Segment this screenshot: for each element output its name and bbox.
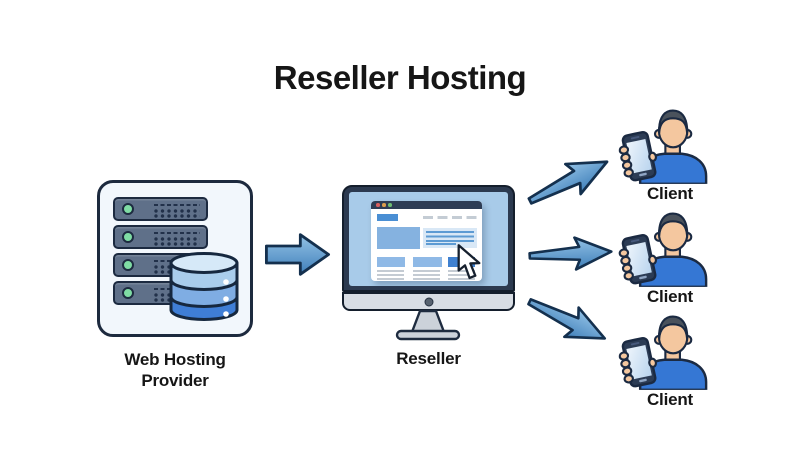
monitor-stand — [395, 309, 461, 341]
cursor-icon — [457, 244, 481, 280]
provider-label-line1: Web Hosting — [124, 350, 226, 369]
arrow-provider-to-reseller-icon — [264, 233, 331, 276]
browser-logo-block — [377, 214, 398, 221]
arrow-reseller-to-client-1-icon — [519, 142, 619, 219]
window-control-maximize-icon — [388, 203, 392, 207]
client-label: Client — [646, 184, 694, 203]
text-line — [426, 243, 456, 245]
text-lines — [448, 270, 475, 280]
server-vent-dots — [154, 208, 200, 219]
browser-titlebar — [371, 201, 482, 209]
server-led-icon — [122, 259, 134, 271]
text-lines — [377, 270, 404, 280]
database-icon — [169, 252, 239, 321]
browser-card — [377, 257, 405, 267]
arrow-reseller-to-client-3-icon — [519, 283, 616, 358]
client-person-icon — [613, 314, 710, 390]
server-unit — [113, 197, 208, 221]
diagram-title: Reseller Hosting — [273, 59, 527, 96]
browser-nav-links — [423, 216, 477, 219]
client-person-icon — [613, 211, 710, 287]
browser-hero-image — [377, 227, 420, 249]
monitor-camera-dot — [424, 297, 433, 306]
browser-window — [371, 201, 482, 281]
server-unit — [113, 225, 208, 249]
server-led-icon — [122, 203, 134, 215]
client-label: Client — [646, 390, 694, 409]
server-led-icon — [122, 287, 134, 299]
provider-label-line2: Provider — [141, 371, 209, 390]
text-lines — [426, 231, 474, 242]
window-control-minimize-icon — [382, 203, 386, 207]
provider-label: Web Hosting Provider — [87, 349, 263, 391]
server-vent-slots — [154, 203, 200, 207]
client-label: Client — [646, 287, 694, 306]
browser-hero-text-panel — [423, 228, 477, 248]
client-person-icon — [613, 108, 710, 184]
server-vent-dots — [154, 236, 200, 247]
server-vent-slots — [154, 231, 200, 235]
reseller-label: Reseller — [396, 349, 461, 368]
arrow-reseller-to-client-2-icon — [527, 232, 615, 276]
web-hosting-provider-box — [97, 180, 253, 337]
browser-card — [413, 257, 442, 267]
text-lines — [413, 270, 440, 280]
server-led-icon — [122, 231, 134, 243]
window-control-close-icon — [376, 203, 380, 207]
